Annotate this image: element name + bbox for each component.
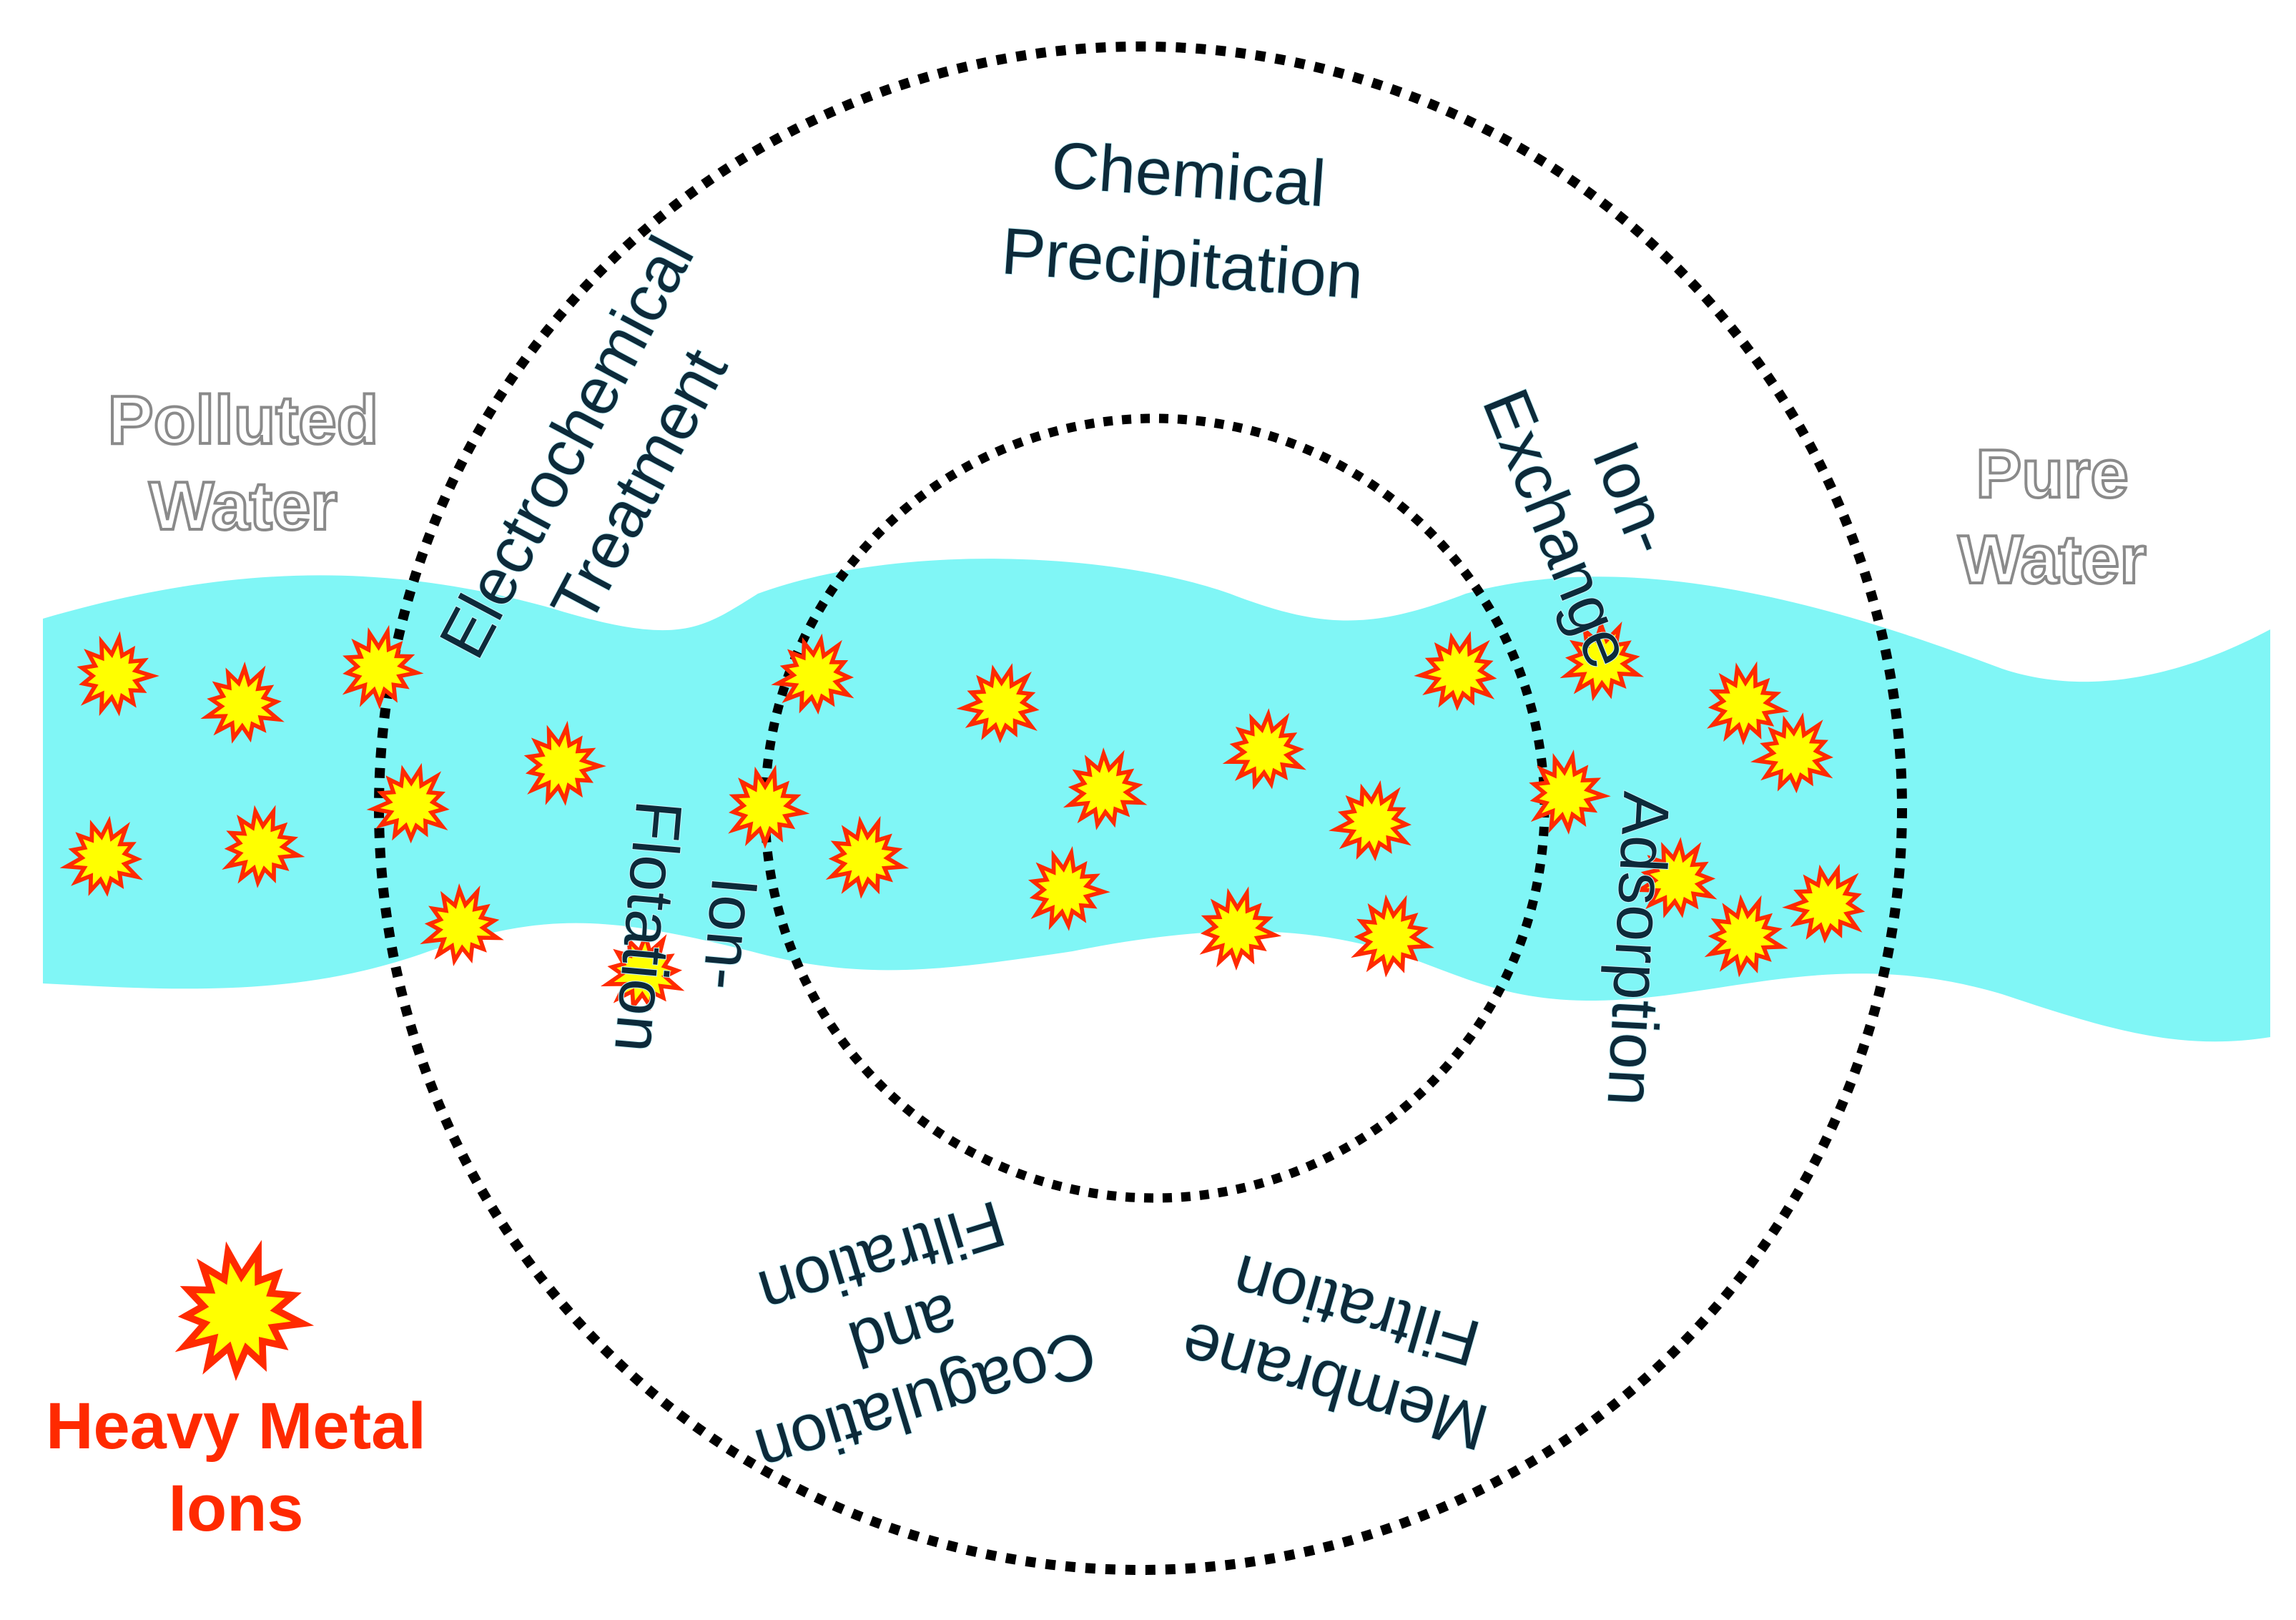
pure-water-line: Pure	[1976, 436, 2128, 512]
water-stream	[43, 559, 2270, 1042]
heavy-metal-ion-icon	[59, 815, 143, 897]
pure-water-label: Pure Water	[1956, 434, 2147, 599]
heavy-metal-ion-icon	[222, 805, 305, 888]
heavy-metal-ion-icon	[366, 762, 450, 844]
heavy-metal-ion-icon	[420, 883, 504, 966]
heavy-metal-ion-icon	[1782, 863, 1866, 944]
heavy-metal-ions	[59, 618, 1866, 1012]
heavy-metal-ion-icon	[1414, 631, 1497, 712]
heavy-metal-ion-icon	[1199, 886, 1282, 971]
heavy-metal-ion-icon	[200, 662, 285, 744]
legend-label-line: Ions	[168, 1472, 303, 1545]
heavy-metal-ion-icon	[342, 624, 424, 710]
legend: Heavy Metal Ions	[46, 1239, 426, 1545]
legend-label-line: Heavy Metal	[46, 1390, 426, 1463]
polluted-water-label: Polluted Water	[107, 381, 380, 546]
method-chemical-precipitation: Chemical Precipitation	[998, 128, 1366, 313]
heavy-metal-ion-icon	[1063, 747, 1148, 830]
heavy-metal-ion-icon	[1706, 661, 1790, 745]
heavy-metal-ion-icon	[1529, 750, 1611, 835]
heavy-metal-ion-icon	[956, 663, 1040, 744]
heavy-metal-ion-icon	[1560, 618, 1645, 702]
polluted-water-line: Water	[149, 468, 337, 544]
heavy-metal-ion-icon	[1704, 894, 1788, 978]
heavy-metal-ion-icon	[771, 633, 854, 715]
heavy-metal-ion-icon	[523, 720, 606, 806]
heavy-metal-ion-icon	[1633, 837, 1718, 918]
pure-water-line: Water	[1958, 521, 2146, 598]
method-label-line: Precipitation	[999, 215, 1365, 313]
method-adsorption: Adsorption	[1593, 789, 1684, 1109]
heavy-metal-ion-icon	[1028, 845, 1110, 931]
method-coagulation-filtration: Coagulation and Filtration	[747, 1186, 1105, 1489]
heavy-metal-ion-icon	[1222, 708, 1306, 790]
heavy-metal-ion-icon	[174, 1239, 315, 1381]
heavy-metal-ion-icon	[728, 764, 810, 850]
method-label-line: Chemical	[1049, 129, 1328, 220]
heavy-metal-ion-icon	[825, 815, 910, 899]
heavy-metal-ion-icon	[1750, 712, 1833, 794]
method-label-line: Ion-	[689, 874, 771, 993]
heavy-metal-ion-icon	[601, 930, 685, 1012]
heavy-metal-ion-icon	[1351, 894, 1434, 978]
heavy-metal-ion-icon	[1329, 780, 1412, 862]
polluted-water-line: Polluted	[108, 382, 379, 458]
legend-ion-icon	[174, 1239, 315, 1381]
heavy-metal-ion-icon	[77, 631, 159, 717]
method-membrane-filtration: Membrane Filtration	[1173, 1239, 1497, 1465]
method-label-line: Adsorption	[1594, 790, 1683, 1108]
